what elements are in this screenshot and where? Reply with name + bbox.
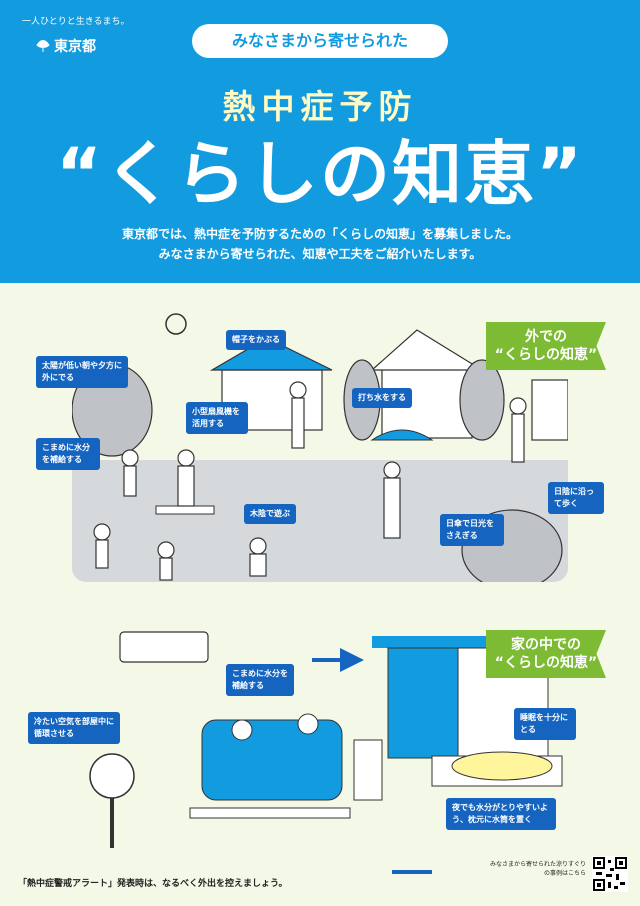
callout-shade-walk: 日陰に沿って歩く <box>548 482 604 514</box>
circulator-fan-icon <box>89 753 135 799</box>
ginkgo-icon <box>36 40 50 52</box>
callout-parasol: 日傘で日光をさえぎる <box>440 514 504 546</box>
outdoor-flag-line-1: 外での <box>525 329 567 345</box>
tagline: 一人ひとりと生きるまち。 <box>22 17 130 27</box>
callout-bottle: 夜でも水分がとりやすいよう、枕元に水筒を置く <box>446 798 556 830</box>
person-woman <box>231 719 253 741</box>
header-banner: 一人ひとりと生きるまち。 東京都 みなさまから寄せられた 熱中症予防 “くらしの… <box>0 0 640 283</box>
callout-hydrate-out: こまめに水分を補給する <box>36 438 100 470</box>
blanket <box>451 751 553 781</box>
outdoor-flag-line-2: “くらしの知恵” <box>494 347 598 363</box>
bench <box>155 505 215 515</box>
qr-code-icon[interactable] <box>592 856 628 892</box>
callout-sprinkle: 打ち水をする <box>352 388 412 408</box>
indoor-flag: 家の中での “くらしの知恵” <box>486 630 606 678</box>
callout-circulate: 冷たい空気を部屋中に循環させる <box>28 712 120 744</box>
air-conditioner-icon <box>119 631 209 663</box>
curtain-left <box>387 647 459 759</box>
indoor-flag-line-1: 家の中での <box>511 637 581 653</box>
callout-fan: 小型扇風機を活用する <box>186 402 248 434</box>
person-man <box>297 713 319 735</box>
outdoor-flag: 外での “くらしの知恵” <box>486 322 606 370</box>
footer-note: 「熱中症警戒アラート」発表時は、なるべく外出を控えましょう。 <box>18 879 288 889</box>
logo-text: 東京都 <box>54 39 96 55</box>
sofa <box>201 719 343 801</box>
intro-pill: みなさまから寄せられた <box>192 24 448 58</box>
tokyo-logo: 東京都 <box>36 36 96 56</box>
callout-shade-play: 木陰で遊ぶ <box>244 504 296 524</box>
callout-hydrate-in: こまめに水分を補給する <box>226 664 294 696</box>
callout-hat: 帽子をかぶる <box>226 330 286 350</box>
houses <box>209 329 568 441</box>
description-line-2: みなさまから寄せられた、知恵や工夫をご紹介いたします。 <box>158 247 482 261</box>
indoor-flag-line-2: “くらしの知恵” <box>494 655 598 671</box>
drawer <box>353 739 383 801</box>
callout-sleep: 睡眠を十分にとる <box>514 708 576 740</box>
callout-morning: 太陽が低い朝や夕方に外にでる <box>36 356 128 388</box>
table <box>189 807 351 819</box>
subtitle: 熱中症予防 <box>222 87 418 126</box>
people <box>93 381 527 581</box>
description-line-1: 東京都では、熱中症を予防するための「くらしの知恵」を募集しました。 <box>121 227 518 241</box>
main-title: “くらしの知恵” <box>55 133 584 215</box>
sun-icon <box>165 313 187 335</box>
qr-caption: みなさまから寄せられた涼りすぐりの事例はこちら <box>490 861 587 877</box>
description: 東京都では、熱中症を予防するための「くらしの知恵」を募集しました。 みなさまから… <box>0 224 640 264</box>
